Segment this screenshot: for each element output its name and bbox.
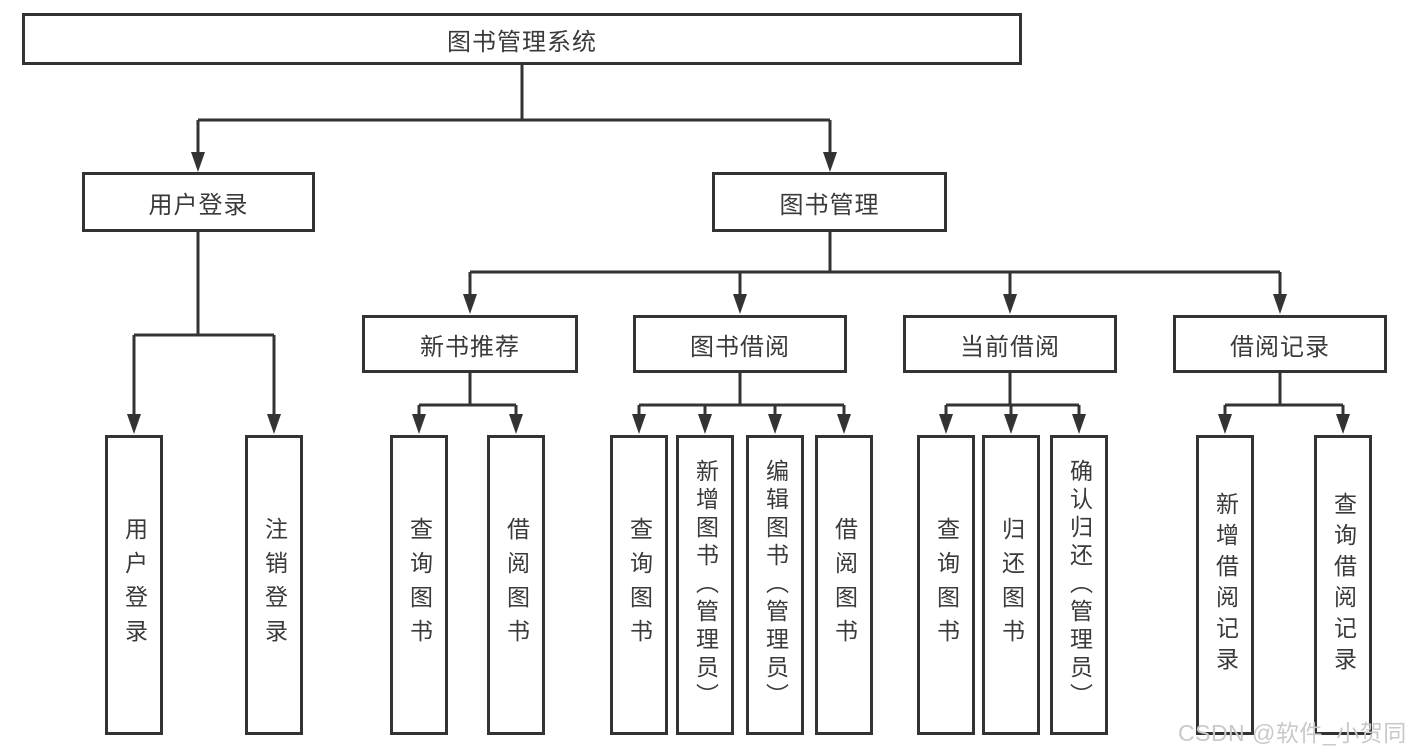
node-new-book-recommend: 新书推荐 xyxy=(362,315,578,373)
node-user-login: 用户登录 xyxy=(82,172,315,232)
leaf-logout-label: 注销登录 xyxy=(261,517,288,653)
node-book-management: 图书管理 xyxy=(712,172,947,232)
leaf-user-login-label: 用户登录 xyxy=(121,517,148,653)
leaf-query-books-borrow: 查询图书 xyxy=(610,435,668,735)
watermark-text: CSDN @软件_小贺同学 xyxy=(1178,720,1405,746)
leaf-query-books-borrow-label: 查询图书 xyxy=(626,517,653,653)
node-book-management-label: 图书管理 xyxy=(779,191,880,219)
node-current-borrowing-label: 当前借阅 xyxy=(960,333,1060,361)
node-borrow-records: 借阅记录 xyxy=(1173,315,1387,373)
leaf-add-books-admin-label: 新增图书（管理员） xyxy=(692,459,719,711)
leaf-borrow-books-recommend: 借阅图书 xyxy=(487,435,545,735)
node-book-borrowing-label: 图书借阅 xyxy=(690,333,790,361)
node-library-system: 图书管理系统 xyxy=(22,13,1022,65)
leaf-return-books: 归还图书 xyxy=(982,435,1040,735)
leaf-edit-books-admin-label: 编辑图书（管理员） xyxy=(762,459,789,711)
leaf-add-books-admin: 新增图书（管理员） xyxy=(676,435,734,735)
leaf-query-books-recommend: 查询图书 xyxy=(390,435,448,735)
leaf-query-borrow-record: 查询借阅记录 xyxy=(1314,435,1372,735)
leaf-edit-books-admin: 编辑图书（管理员） xyxy=(746,435,804,735)
node-current-borrowing: 当前借阅 xyxy=(903,315,1117,373)
node-book-borrowing: 图书借阅 xyxy=(633,315,847,373)
leaf-logout: 注销登录 xyxy=(245,435,303,735)
node-library-system-label: 图书管理系统 xyxy=(447,28,597,56)
leaf-confirm-return-admin: 确认归还（管理员） xyxy=(1050,435,1108,735)
leaf-query-books-current-label: 查询图书 xyxy=(933,517,960,653)
leaf-confirm-return-admin-label: 确认归还（管理员） xyxy=(1066,459,1093,711)
leaf-borrow-books-recommend-label: 借阅图书 xyxy=(503,517,530,653)
leaf-query-borrow-record-label: 查询借阅记录 xyxy=(1330,492,1357,678)
node-borrow-records-label: 借阅记录 xyxy=(1230,333,1330,361)
leaf-query-books-recommend-label: 查询图书 xyxy=(406,517,433,653)
node-user-login-label: 用户登录 xyxy=(148,191,249,219)
leaf-add-borrow-record-label: 新增借阅记录 xyxy=(1212,492,1239,678)
leaf-user-login: 用户登录 xyxy=(105,435,163,735)
leaf-return-books-label: 归还图书 xyxy=(998,517,1025,653)
node-new-book-recommend-label: 新书推荐 xyxy=(420,333,520,361)
leaf-borrow-books-label: 借阅图书 xyxy=(831,517,858,653)
leaf-query-books-current: 查询图书 xyxy=(917,435,975,735)
leaf-add-borrow-record: 新增借阅记录 xyxy=(1196,435,1254,735)
leaf-borrow-books: 借阅图书 xyxy=(815,435,873,735)
